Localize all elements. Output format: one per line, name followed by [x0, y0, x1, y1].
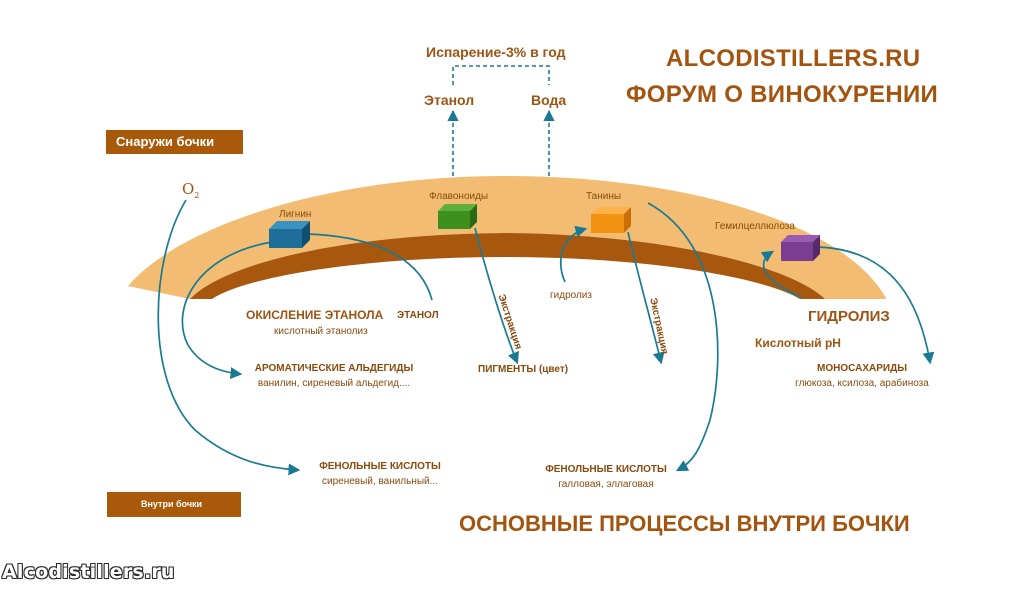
inside-barrel-label: Внутри бочки	[107, 492, 241, 517]
aromatic-aldehydes-detail: ванилин, сиреневый альдегид....	[257, 378, 411, 389]
hemicellulose-cube-icon	[781, 235, 820, 261]
lignin-aldehyde-arrow	[181, 241, 273, 379]
tannin-cube-icon	[591, 207, 631, 233]
phenolic-acids-2-detail: галловая, эллаговая	[558, 479, 654, 490]
hemicellulose-mono-arrow	[817, 246, 935, 365]
monosaccharides-detail: глюкоза, ксилоза, арабиноза	[795, 378, 929, 389]
hydrolysis-small-arrow	[560, 225, 588, 283]
hemicellulose-label: Гемилцеллюлоза	[715, 221, 795, 232]
flavonoid-extraction-arrow	[474, 227, 519, 365]
hydrolysis-label: ГИДРОЛИЗ	[808, 308, 890, 325]
oxygen-subscript: 2	[194, 191, 200, 200]
water-vapor-label: Вода	[531, 92, 567, 108]
inside-barrel-text: Внутри бочки	[141, 499, 203, 509]
tannin-extraction-arrow	[627, 231, 665, 365]
acid-ethanolysis-label: кислотный этанолиз	[274, 326, 368, 337]
lignin-cube-icon	[269, 221, 310, 248]
site-title: ALCODISTILLERS.RU	[666, 45, 921, 72]
phenolic-acids-1-detail: сиреневый, ванильный...	[322, 476, 438, 487]
watermark-text: Alcodistillers.ru	[2, 561, 175, 583]
aromatic-aldehydes-title: АРОМАТИЧЕСКИЕ АЛЬДЕГИДЫ	[254, 363, 414, 374]
lignin-label: Лигнин	[279, 209, 312, 220]
oxygen-symbol: O	[182, 180, 195, 198]
hydrolysis-small-label: гидролиз	[550, 290, 592, 301]
barrel-stave-inner	[190, 233, 825, 299]
oxygen-arrow	[157, 199, 301, 476]
tannins-label: Танины	[586, 191, 622, 202]
barrel-stave-outer	[128, 176, 886, 299]
flavonoids-label: Флавоноиды	[429, 191, 489, 202]
evaporation-bracket	[452, 65, 550, 85]
pigments-label: ПИГМЕНТЫ (цвет)	[478, 364, 569, 375]
acidic-ph-label: Кислотный pH	[755, 336, 841, 350]
forum-subtitle: ФОРУМ О ВИНОКУРЕНИИ	[626, 81, 939, 108]
hydrolysis-acidic-arrow	[760, 250, 803, 298]
ethanol-vapor-label: Этанол	[424, 92, 475, 108]
ethanol-label: ЭТАНОЛ	[397, 310, 439, 321]
lignin-ethanol-arc	[305, 233, 433, 301]
oxygen-label: O2	[182, 180, 199, 200]
outside-barrel-label: Снаружи бочки	[106, 130, 243, 154]
main-processes-title: ОСНОВНЫЕ ПРОЦЕССЫ ВНУТРИ БОЧКИ	[459, 511, 910, 536]
flavonoid-cube-icon	[438, 204, 477, 229]
phenolic-acids-1-title: ФЕНОЛЬНЫЕ КИСЛОТЫ	[319, 461, 441, 472]
tannin-phenolic-arrow	[647, 202, 719, 472]
evaporation-label: Испарение-3% в год	[426, 44, 566, 60]
phenolic-acids-2-title: ФЕНОЛЬНЫЕ КИСЛОТЫ	[545, 464, 667, 475]
ethanol-oxidation-label: ОКИСЛЕНИЕ ЭТАНОЛА	[246, 308, 384, 322]
monosaccharides-title: МОНОСАХАРИДЫ	[817, 363, 907, 374]
outside-barrel-text: Снаружи бочки	[116, 134, 215, 149]
